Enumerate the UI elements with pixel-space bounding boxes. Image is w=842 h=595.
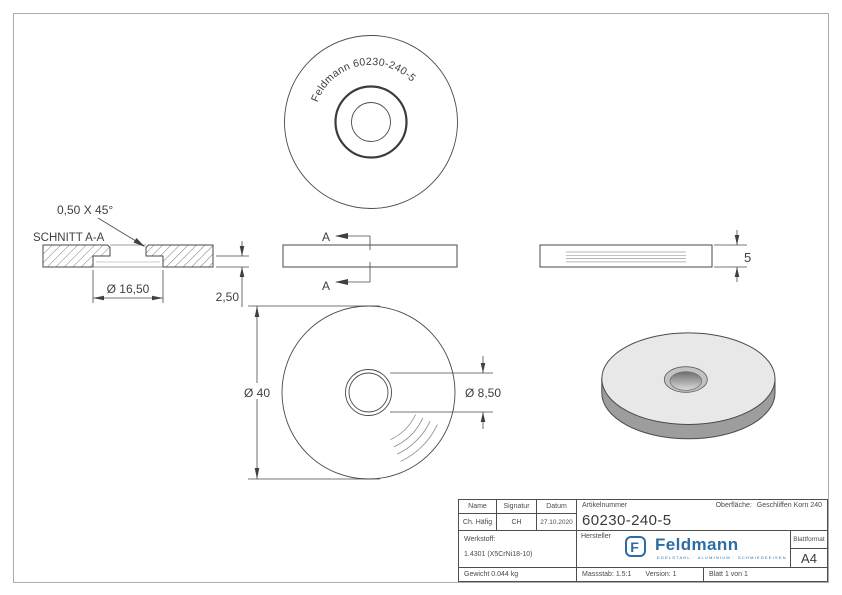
iso-hole [669,371,702,391]
dim-outer-label: Ø 40 [244,386,270,400]
front-outer-circle [281,305,456,480]
front-hole-circle [348,372,389,413]
scale-cell: Massstab: 1.5:1 Version: 1 [577,568,704,581]
top-view-hole-circle [351,102,391,142]
dim-outer-arrow-bottom [254,468,260,479]
article-label: Artikelnummer [582,502,628,509]
section-left-hatched-piece [42,244,111,268]
brand-name: Feldmann [655,535,739,554]
dim-depth-arrow-bottom [239,267,245,277]
version-value: Version: 1 [645,571,677,578]
name-value: Ch. Häfig [459,514,497,531]
top-view: Feldmann 60230-240-5 [284,35,458,209]
dim-outer-arrow-top [254,306,260,317]
format-label: Blattformat [791,531,827,549]
page-border-frame [13,13,829,583]
title-block: Name Signatur Datum Ch. Häfig CH 27.10.2… [458,499,828,582]
cut-line [336,235,371,283]
dim-counterbore-arrow-left [93,295,104,301]
section-right-hatched-piece [145,244,214,268]
manufacturer-cell: Hersteller F Feldmann EDELSTAHL · ALUMIN… [577,531,791,568]
dim-thickness-label: 5 [744,250,751,265]
front-chamfer-circle [345,369,392,416]
cut-arrow-bottom [335,279,348,285]
weight-value: Gewicht 0.044 kg [459,568,577,581]
front-view: Ø 40 Ø 8,50 [240,305,501,480]
format-value: A4 [791,549,827,568]
brand-tagline: EDELSTAHL · ALUMINIUM · SCHMIEDEEISEN [657,555,787,560]
surface-label: Oberfläche: [715,502,752,509]
signature-value: CH [497,514,537,531]
dim-counterbore-label: Ø 16,50 [107,282,150,296]
cut-label-top: A [322,230,330,244]
section-view: SCHNITT A-A 0,50 X 45° Ø 16,50 2,50 [33,203,249,307]
material-value: 1.4301 (X5CrNi18-10) [464,551,533,558]
dim-depth-label: 2,50 [216,290,240,304]
dim-thickness-lines [714,230,747,282]
material-label: Werkstoff: [464,536,496,543]
surface-value: Geschliffen Korn 240 [756,502,822,509]
date-label: Datum [537,500,577,514]
surface-field: Oberfläche: Geschliffen Korn 240 [713,502,822,509]
dim-thickness-arrow-bottom [734,267,740,277]
article-cell: Artikelnummer Oberfläche: Geschliffen Ko… [577,500,827,531]
isometric-view [601,332,776,440]
dim-hole-arrow-top [480,363,486,373]
article-number: 60230-240-5 [582,512,672,529]
manufacturer-label: Hersteller [581,533,611,540]
material-cell: Werkstoff: 1.4301 (X5CrNi18-10) [459,531,577,568]
signature-label: Signatur [497,500,537,514]
dim-hole-arrow-bottom [480,412,486,422]
feldmann-logo: F Feldmann EDELSTAHL · ALUMINIUM · SCHMI… [625,535,787,565]
cut-label-bottom: A [322,279,330,293]
dim-counterbore-lines [92,270,164,303]
dim-thickness-arrow-top [734,235,740,245]
feldmann-logo-icon: F [625,536,646,557]
dim-outer-label-mask [240,383,274,399]
thickness-view-outline [539,244,713,268]
side-view: A A [282,230,458,293]
marking-text: Feldmann 60230-240-5 [309,56,418,104]
thickness-view: 5 [539,230,751,282]
sheet-value: Blatt 1 von 1 [709,571,748,578]
chamfer-note: 0,50 X 45° [57,203,113,217]
grinding-texture-arcs [390,414,438,462]
top-view-counterbore-circle [334,85,408,159]
top-view-outer-circle [284,35,458,209]
chamfer-leader-arrow [133,238,145,247]
cut-arrow-top [335,233,348,239]
ground-surface-lines [566,251,686,263]
dim-hole-label: Ø 8,50 [465,386,501,400]
section-title: SCHNITT A-A [33,232,105,244]
scale-value: Massstab: 1.5:1 [582,571,632,578]
dim-depth-arrow-top [239,246,245,256]
name-label: Name [459,500,497,514]
date-value: 27.10.2020 [537,514,577,531]
dim-counterbore-arrow-right [152,295,163,301]
